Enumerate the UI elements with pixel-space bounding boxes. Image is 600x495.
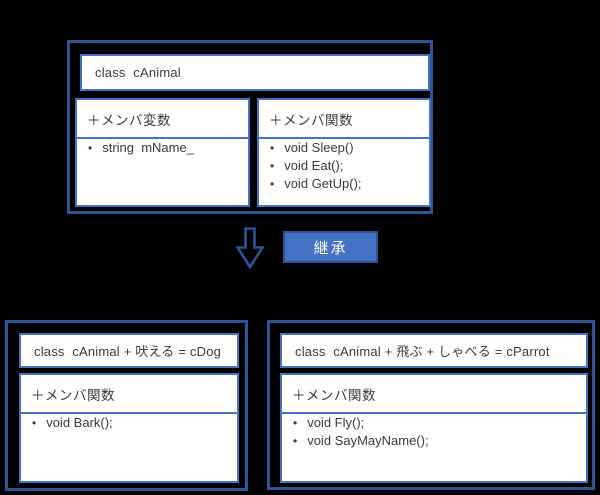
- member-variables-header: ＋メンバ変数: [77, 100, 248, 139]
- member-variables-list: string mName_: [77, 139, 248, 157]
- member-function-item: void Bark();: [32, 414, 237, 432]
- parrot-class-title: class cAnimal + 飛ぶ + しゃべる = cParrot: [280, 333, 588, 368]
- dog-class-title: class cAnimal + 吠える = cDog: [19, 333, 239, 368]
- member-variables-box: ＋メンバ変数 string mName_: [75, 98, 250, 207]
- member-function-item: void Fly();: [293, 414, 586, 432]
- member-functions-box: ＋メンバ関数 void Sleep() void Eat(); void Get…: [257, 98, 431, 207]
- parrot-member-functions-header: ＋メンバ関数: [282, 375, 586, 414]
- base-class-title: class cAnimal: [80, 54, 430, 91]
- member-functions-list: void Sleep() void Eat(); void GetUp();: [259, 139, 429, 193]
- inheritance-label: 継承: [283, 231, 378, 263]
- dog-member-functions-list: void Bark();: [21, 414, 237, 432]
- dog-member-functions-header: ＋メンバ関数: [21, 375, 237, 414]
- parrot-class-box: class cAnimal + 飛ぶ + しゃべる = cParrot ＋メンバ…: [267, 320, 595, 490]
- parrot-member-functions-list: void Fly(); void SayMayName();: [282, 414, 586, 450]
- base-class-box: class cAnimal ＋メンバ変数 string mName_ ＋メンバ関…: [67, 40, 433, 214]
- parrot-member-functions-box: ＋メンバ関数 void Fly(); void SayMayName();: [280, 373, 588, 483]
- member-function-item: void GetUp();: [270, 175, 429, 193]
- dog-class-box: class cAnimal + 吠える = cDog ＋メンバ関数 void B…: [5, 320, 248, 491]
- inheritance-arrow: [235, 227, 265, 270]
- member-function-item: void SayMayName();: [293, 432, 586, 450]
- member-variable-item: string mName_: [88, 139, 248, 157]
- member-function-item: void Sleep(): [270, 139, 429, 157]
- dog-member-functions-box: ＋メンバ関数 void Bark();: [19, 373, 239, 483]
- member-function-item: void Eat();: [270, 157, 429, 175]
- member-functions-header: ＋メンバ関数: [259, 100, 429, 139]
- down-arrow-icon: [235, 227, 265, 270]
